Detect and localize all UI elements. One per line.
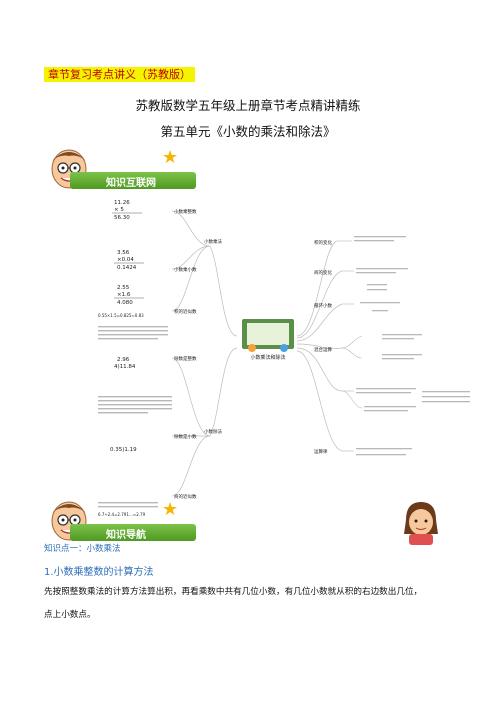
calc-note-2: 6.7÷2.4=2.791…≈2.79 (98, 512, 146, 517)
knowledge-network-banner: 知识互联网 ★ (46, 145, 196, 193)
paragraph-line-1: 先按照整数乘法的计算方法算出积，再看乘数中共有几位小数，有几位小数就从积的右边数… (44, 587, 423, 597)
header-tag: 章节复习考点讲义（苏教版） (44, 67, 195, 82)
paragraph-line-2: 点上小数点。 (44, 610, 96, 620)
node-product-change: 积的变化 (314, 239, 332, 246)
star-icon: ★ (162, 147, 179, 168)
node-quotient-approx: 商的近似数 (174, 493, 197, 500)
mind-map: 小数乘法和除法 小数乘法 小数除法 小数乘整数 小数乘小数 积的近似数 除数是整… (98, 200, 470, 517)
boy-cartoon-icon (51, 501, 87, 541)
calc-2-line-3: 0.1424 (117, 265, 137, 271)
network-banner-label: 知识互联网 (106, 178, 156, 189)
node-divisor-decimal: 除数是小数 (174, 433, 197, 440)
guide-banner-label: 知识导航 (106, 530, 146, 541)
calc-3-line-1: 2.55 (117, 285, 130, 291)
center-illustration (242, 319, 294, 352)
star-icon: ★ (162, 499, 179, 520)
calc-1-line-2: × 5 (114, 207, 124, 213)
calc-4-line-2: 4)11.84 (114, 364, 136, 370)
node-operation-law: 运算律 (314, 448, 328, 455)
calc-2-line-1: 3.56 (117, 250, 130, 256)
calc-2-line-2: ×0.04 (117, 257, 134, 263)
calc-1-line-1: 11.26 (114, 200, 130, 206)
girl-cartoon-icon (404, 502, 438, 545)
calc-3-line-2: ×1.6 (117, 292, 131, 298)
boy-cartoon-icon (51, 149, 87, 189)
calc-5-line-1: 0.35)1.19 (110, 447, 137, 453)
node-quotient-change: 商的变化 (314, 269, 332, 276)
mindmap-center-label: 小数乘法和除法 (250, 354, 285, 361)
node-mixed-operation: 混合运算 (314, 346, 332, 353)
node-decimal-times-integer: 小数乘整数 (174, 208, 197, 215)
node-repeating-decimal: 循环小数 (314, 302, 332, 309)
node-decimal-times-decimal: 小数乘小数 (174, 266, 197, 273)
branch-division: 小数除法 (204, 428, 222, 435)
knowledge-guide-banner: 知识导航 ★ (46, 497, 196, 545)
guide-banner-bar: 知识导航 (70, 524, 196, 541)
node-divisor-integer: 除数是整数 (174, 355, 197, 362)
document-subtitle: 第五单元《小数的乘法和除法》 (160, 124, 336, 139)
calc-3-line-3: 4.080 (117, 300, 133, 306)
network-banner-bar: 知识互联网 (70, 172, 196, 189)
calc-4-line-1: 2.96 (117, 357, 130, 363)
calc-1-line-3: 56.30 (114, 215, 130, 221)
branch-multiplication: 小数乘法 (204, 238, 222, 245)
section-heading: 1.小数乘整数的计算方法 (44, 567, 154, 578)
knowledge-point-title: 知识点一：小数乘法 (44, 544, 121, 554)
document-title: 苏教版数学五年级上册章节考点精讲精练 (135, 98, 361, 113)
node-product-approx: 积的近似数 (174, 308, 197, 315)
calc-note-1: 0.55×1.5=0.825≈0.83 (98, 313, 144, 318)
